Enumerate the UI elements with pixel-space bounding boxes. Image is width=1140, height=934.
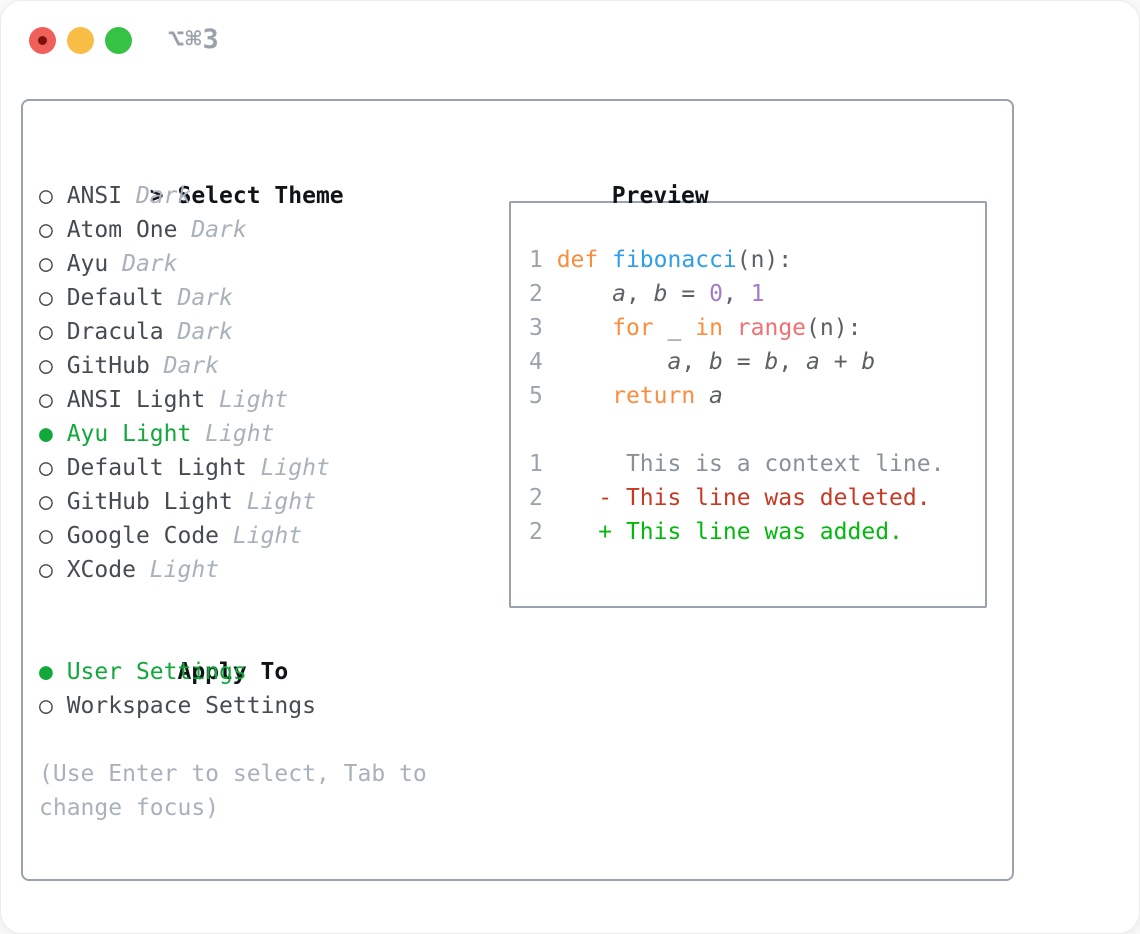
select-theme-header: > Select Theme (39, 145, 501, 209)
line-number: 1 (529, 247, 557, 273)
keyboard-hint: (Use Enter to select, Tab to change focu… (39, 761, 427, 821)
window-title: ⌥⌘3 (168, 24, 220, 55)
theme-list-column: > Select Theme ○ ANSI Dark○ Atom One Dar… (39, 145, 501, 879)
theme-variant-tag: Light (205, 387, 289, 413)
preview-box: 1 def fibonacci(n): 2 a, b = 0, 1 3 for _ … (509, 201, 987, 608)
line-number: 2 (529, 281, 557, 307)
preview-column: Preview 1 def fibonacci(n): 2 a, b = 0, 1… (501, 145, 1012, 879)
zoom-button-icon[interactable] (105, 27, 132, 54)
minimize-button-icon[interactable] (67, 27, 94, 54)
apply-to-title: Apply To (177, 659, 289, 685)
theme-label: Ayu Light (66, 421, 192, 447)
apply-to-list: ● User Settings○ Workspace Settings (39, 655, 501, 723)
theme-label: ANSI Light (66, 387, 206, 413)
theme-label: Ayu (66, 251, 109, 277)
theme-option-default-dark[interactable]: ○ Default Dark (39, 281, 501, 315)
theme-option-ansi-light-light[interactable]: ○ ANSI Light Light (39, 383, 501, 417)
diff-text: - This line was deleted. (556, 485, 931, 511)
code-block: 1 def fibonacci(n): 2 a, b = 0, 1 3 for _ … (529, 243, 985, 413)
theme-option-github-dark[interactable]: ○ GitHub Dark (39, 349, 501, 383)
radio-selected-icon: ● (39, 659, 67, 685)
theme-option-ayu-dark[interactable]: ○ Ayu Dark (39, 247, 501, 281)
close-button-icon[interactable] (29, 27, 56, 54)
theme-option-xcode-light[interactable]: ○ XCode Light (39, 553, 501, 587)
theme-picker-panel: > Select Theme ○ ANSI Dark○ Atom One Dar… (21, 99, 1014, 881)
line-number: 1 (529, 451, 557, 477)
radio-unselected-icon: ○ (39, 217, 67, 243)
radio-unselected-icon: ○ (39, 455, 67, 481)
diff-block: 1 This is a context line.2 - This line w… (529, 447, 985, 549)
line-number: 2 (529, 485, 557, 511)
preview-title: Preview (611, 183, 709, 209)
code-line: 4 a, b = b, a + b (529, 349, 876, 375)
diff-line-deleted: 2 - This line was deleted. (529, 481, 985, 515)
titlebar: ⌥⌘3 (1, 1, 1139, 79)
theme-variant-tag: Dark (177, 217, 247, 243)
theme-label: GitHub Light (66, 489, 233, 515)
theme-label: ANSI (66, 183, 123, 209)
theme-variant-tag: Dark (163, 319, 233, 345)
radio-unselected-icon: ○ (39, 183, 67, 209)
theme-list: ○ ANSI Dark○ Atom One Dark○ Ayu Dark○ De… (39, 179, 501, 587)
theme-option-atom-one-dark[interactable]: ○ Atom One Dark (39, 213, 501, 247)
radio-unselected-icon: ○ (39, 557, 67, 583)
theme-label: Default Light (66, 455, 247, 481)
theme-variant-tag: Light (232, 489, 316, 515)
theme-option-dracula-dark[interactable]: ○ Dracula Dark (39, 315, 501, 349)
apply-option-user-settings[interactable]: ● User Settings (39, 655, 501, 689)
theme-option-google-code-light[interactable]: ○ Google Code Light (39, 519, 501, 553)
prompt-icon: > (149, 183, 178, 209)
code-line: 2 a, b = 0, 1 (529, 281, 765, 307)
theme-variant-tag: Dark (108, 251, 178, 277)
theme-variant-tag: Light (219, 523, 303, 549)
select-theme-title: Select Theme (177, 183, 344, 209)
theme-label: GitHub (66, 353, 150, 379)
code-line: 3 for _ in range(n): (529, 315, 862, 341)
theme-variant-tag: Light (135, 557, 220, 583)
radio-unselected-icon: ○ (39, 387, 67, 413)
theme-option-default-light-light[interactable]: ○ Default Light Light (39, 451, 501, 485)
line-number: 5 (529, 383, 557, 409)
diff-line-context: 1 This is a context line. (529, 447, 985, 481)
code-line: 5 return a (529, 383, 723, 409)
theme-label: Default (66, 285, 164, 311)
radio-selected-icon: ● (39, 421, 67, 447)
radio-unselected-icon: ○ (39, 523, 67, 549)
theme-label: Dracula (66, 319, 164, 345)
preview-header: Preview (501, 145, 1012, 209)
apply-to-header: Apply To (39, 621, 501, 685)
theme-option-ayu-light-light[interactable]: ● Ayu Light Light (39, 417, 501, 451)
apply-option-label: Workspace Settings (66, 693, 316, 719)
diff-text: This is a context line. (556, 451, 945, 477)
line-number: 4 (529, 349, 557, 375)
radio-unselected-icon: ○ (39, 693, 67, 719)
apply-option-label: User Settings (66, 659, 247, 685)
radio-unselected-icon: ○ (39, 285, 67, 311)
code-line: 1 def fibonacci(n): (529, 247, 793, 273)
theme-option-github-light-light[interactable]: ○ GitHub Light Light (39, 485, 501, 519)
radio-unselected-icon: ○ (39, 251, 67, 277)
theme-label: Google Code (66, 523, 220, 549)
apply-option-workspace-settings[interactable]: ○ Workspace Settings (39, 689, 501, 723)
theme-variant-tag: Dark (163, 285, 233, 311)
theme-variant-tag: Light (191, 421, 275, 447)
radio-unselected-icon: ○ (39, 489, 67, 515)
radio-unselected-icon: ○ (39, 319, 67, 345)
diff-text: + This line was added. (556, 519, 903, 545)
theme-variant-tag: Light (246, 455, 330, 481)
blank-line (529, 413, 985, 447)
line-number: 3 (529, 315, 557, 341)
theme-label: XCode (66, 557, 136, 583)
theme-variant-tag: Dark (149, 353, 220, 379)
theme-variant-tag: Dark (122, 183, 192, 209)
radio-unselected-icon: ○ (39, 353, 67, 379)
line-number: 2 (529, 519, 557, 545)
diff-line-added: 2 + This line was added. (529, 515, 985, 549)
theme-label: Atom One (66, 217, 178, 243)
theme-option-ansi-dark[interactable]: ○ ANSI Dark (39, 179, 501, 213)
